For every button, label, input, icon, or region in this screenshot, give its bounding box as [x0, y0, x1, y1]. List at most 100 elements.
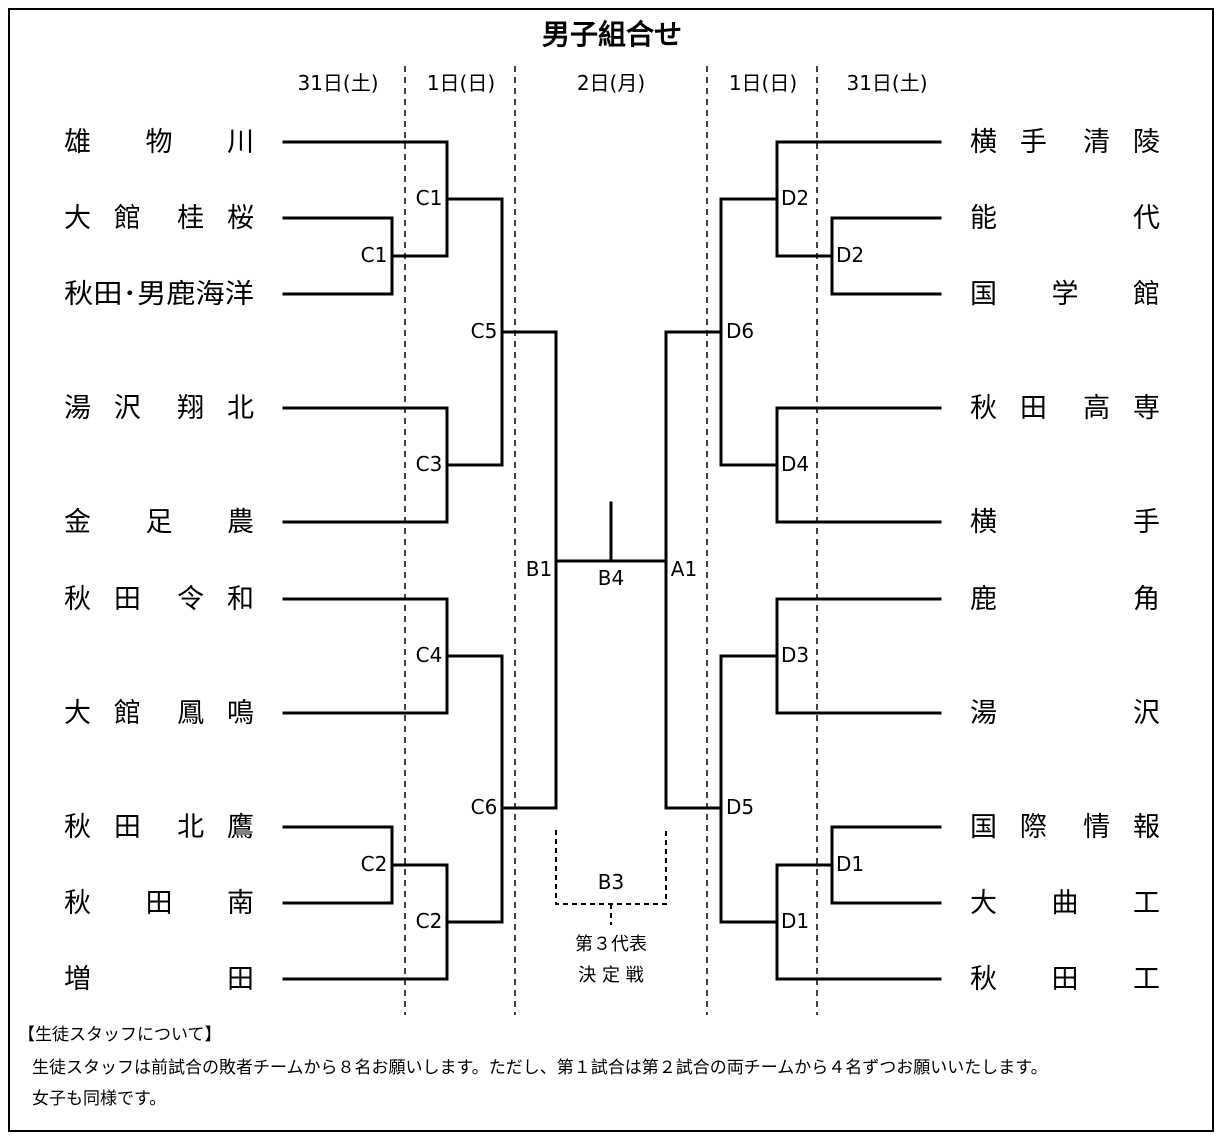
bracket-title: 男子組合せ — [542, 18, 682, 51]
third-place-bracket — [555, 830, 667, 925]
team-name-char: 館 — [114, 698, 141, 729]
right-team-9: 大曲工 — [970, 888, 1160, 919]
team-name-char: 湯 — [64, 393, 91, 424]
team-name-char: 手 — [1020, 127, 1047, 158]
staff-note-heading: 【生徒スタッフについて】 — [18, 1025, 222, 1045]
team-name-char: 横 — [970, 127, 997, 158]
day-header-right-sat: 31日(土) — [846, 71, 927, 95]
left-team-3: 秋田･男鹿海洋 — [64, 279, 254, 310]
day-header-mon: 2日(月) — [577, 71, 645, 95]
team-name-char: 高 — [1083, 393, 1110, 424]
day-separators — [404, 66, 818, 1015]
team-name-char: 和 — [227, 584, 254, 615]
team-name-char: 清 — [1083, 127, 1110, 158]
team-name-char: 農 — [227, 507, 254, 538]
team-name-char: 湯 — [970, 698, 997, 729]
right-team-4: 秋田高専 — [970, 393, 1160, 424]
team-name-char: 大 — [64, 698, 91, 729]
match-label-c5: C5 — [471, 319, 498, 343]
right-team-5: 横手 — [970, 507, 1160, 538]
match-label-c3: C3 — [416, 452, 443, 476]
team-name-char: 沢 — [1133, 698, 1160, 729]
team-name-char: 翔 — [177, 393, 204, 424]
team-name-char: 田 — [1020, 393, 1047, 424]
right-team-10: 秋田工 — [970, 964, 1160, 995]
line-right-team1 — [775, 140, 942, 258]
left-team-list: 雄物川大館桂桜秋田･男鹿海洋湯沢翔北金足農秋田令和大館鳳鳴秋田北鷹秋田南増田 — [64, 127, 254, 995]
match-label-d2-sun: D2 — [781, 186, 809, 210]
team-name-char: 館 — [1133, 279, 1160, 310]
team-name-char: 鷹 — [227, 812, 254, 843]
team-name-char: 桜 — [227, 203, 254, 234]
bracket-lines — [282, 140, 942, 981]
line-d3-out — [719, 654, 779, 924]
team-name-char: 工 — [1133, 888, 1160, 919]
team-name-char: 北 — [177, 812, 204, 843]
team-name-char: 曲 — [1052, 888, 1079, 919]
bracket-frame — [8, 8, 1214, 1132]
team-name-char: 令 — [177, 584, 204, 615]
left-team-1: 雄物川 — [64, 127, 254, 158]
team-name-char: 田 — [114, 584, 141, 615]
team-name-char: 能 — [970, 203, 997, 234]
match-label-d2-sat: D2 — [836, 243, 864, 267]
match-label-b4: B4 — [598, 566, 624, 590]
team-name-char: 物 — [146, 127, 173, 158]
line-d6-out — [664, 330, 723, 810]
team-name-char: 秋 — [64, 888, 91, 919]
team-name-char: 学 — [1052, 279, 1079, 310]
team-name-char: 陵 — [1133, 127, 1160, 158]
team-name-char: 田 — [227, 964, 254, 995]
left-team-9: 秋田南 — [64, 888, 254, 919]
left-team-7: 大館 鳳鳴 — [64, 698, 254, 729]
right-team-3: 国学館 — [970, 279, 1160, 310]
day-header-left-sun: 1日(日) — [427, 71, 495, 95]
team-name-char: 桂 — [177, 203, 204, 234]
team-name-char: 代 — [1133, 203, 1160, 234]
match-label-d6: D6 — [726, 319, 754, 343]
team-name-char: 秋 — [970, 964, 997, 995]
match-label-d3: D3 — [781, 643, 809, 667]
team-name-char: 工 — [1133, 964, 1160, 995]
team-name-char: 鳳 — [177, 698, 204, 729]
left-team-6: 秋田令和 — [64, 584, 254, 615]
team-name-char: 足 — [146, 507, 173, 538]
line-c5-out — [500, 330, 558, 810]
right-team-6: 鹿角 — [970, 584, 1160, 615]
team-name-char: 国 — [970, 279, 997, 310]
day-header-left-sat: 31日(土) — [297, 71, 378, 95]
team-name-char: 雄 — [64, 127, 91, 158]
right-team-7: 湯沢 — [970, 698, 1160, 729]
match-label-c2-sat: C2 — [361, 852, 388, 876]
line-left-team1 — [282, 140, 449, 258]
left-team-10: 増田 — [64, 964, 254, 995]
team-name-char: 田 — [114, 812, 141, 843]
right-team-2: 能代 — [970, 203, 1160, 234]
match-label-c2-sun: C2 — [416, 909, 443, 933]
team-name-char: 館 — [114, 203, 141, 234]
team-name-char: 鳴 — [227, 698, 254, 729]
team-name-char: 南 — [227, 888, 254, 919]
left-team-8: 秋田北鷹 — [64, 812, 254, 843]
left-team-5: 金足農 — [64, 507, 254, 538]
line-d2-sun-out — [719, 197, 779, 467]
match-label-a1: A1 — [671, 557, 697, 581]
team-name-char: 北 — [227, 393, 254, 424]
match-label-d1-sat: D1 — [836, 852, 864, 876]
team-name-char: 秋 — [970, 393, 997, 424]
match-label-c1-sat: C1 — [361, 243, 388, 267]
match-label-b3: B3 — [598, 870, 624, 894]
match-labels: C1 C1 C3 C5 C4 C2 C2 C6 B1 B4 A1 D2 D2 D… — [361, 186, 864, 933]
match-label-d4: D4 — [781, 452, 809, 476]
team-name-char: 増 — [64, 964, 91, 995]
staff-note-line-2: 女子も同様です。 — [32, 1089, 167, 1109]
team-name-char: 金 — [64, 507, 91, 538]
team-name-char: 国 — [970, 812, 997, 843]
team-name-char: 角 — [1133, 584, 1160, 615]
match-label-c4: C4 — [416, 643, 443, 667]
team-name-char: 際 — [1020, 812, 1047, 843]
right-team-list: 横手清陵能代国学館秋田高専横手鹿角湯沢国際情報大曲工秋田工 — [970, 127, 1160, 995]
third-place-caption-1: 第３代表 — [575, 934, 647, 955]
third-place-caption-2: 決 定 戦 — [578, 965, 643, 986]
